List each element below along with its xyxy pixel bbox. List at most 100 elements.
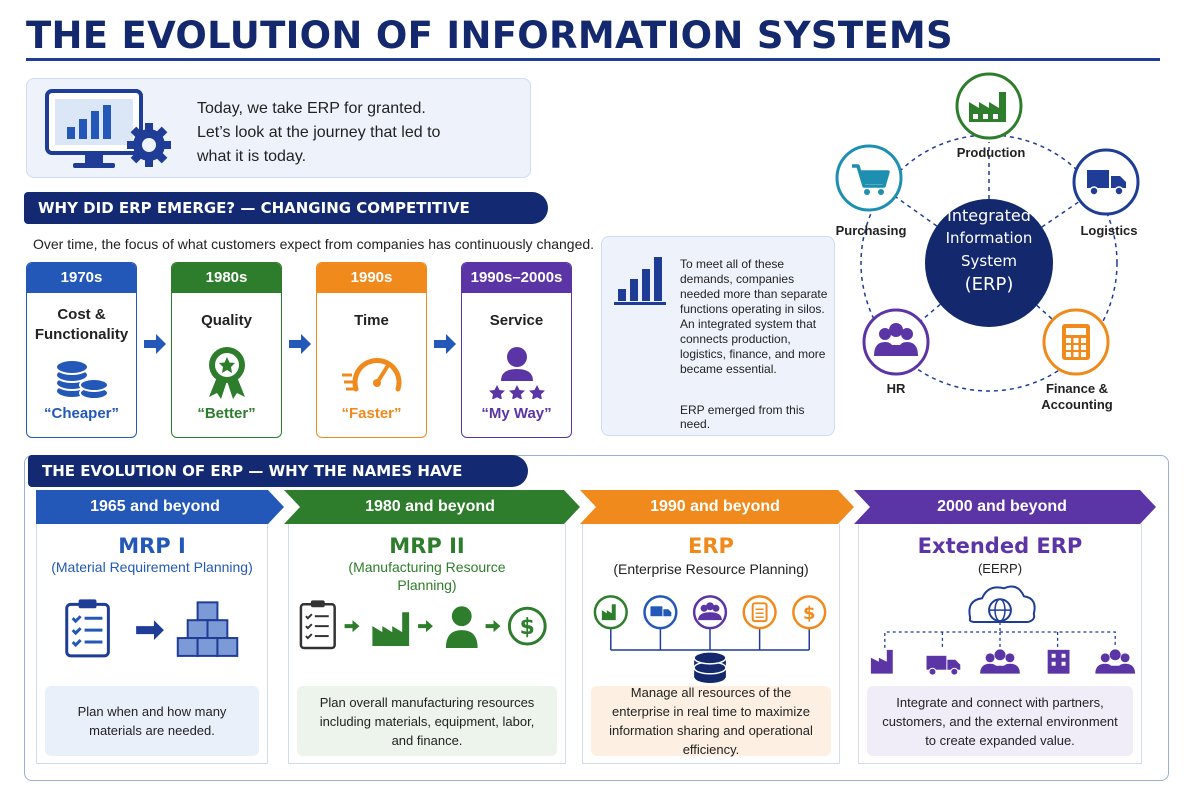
stage-period-label: 1980 and beyond [365, 498, 495, 515]
stage-chevron-1990 [580, 490, 854, 524]
clipboard-icon [742, 595, 777, 630]
note-text: To meet all of these demands, companies … [680, 257, 828, 376]
hub-label-hr: HR [886, 381, 906, 396]
evolution-section [24, 455, 1169, 781]
stage-card-extended-erp: Extended ERP (EERP) Integrate and connec… [858, 524, 1142, 764]
factory-icon [870, 649, 893, 674]
award-ribbon-icon [209, 347, 245, 399]
stage-period-1980: 1980 and beyond [290, 490, 570, 524]
stage-full-name: (Enterprise Resource Planning) [613, 561, 809, 577]
evolution-heading: THE EVOLUTION OF ERP — WHY THE NAMES HAV… [28, 455, 528, 512]
stage-chevron-1965 [36, 490, 284, 524]
cloud-network-illustration [870, 585, 1136, 676]
era-quote: “My Way” [481, 405, 552, 422]
customer-stars-icon [489, 347, 545, 399]
stage-period-label: 2000 and beyond [937, 498, 1067, 515]
stage-period-label: 1965 and beyond [90, 498, 220, 515]
svg-text:$: $ [520, 615, 535, 640]
hub-label-purchasing: Purchasing [835, 223, 907, 238]
people-group-icon [1095, 649, 1136, 674]
stage-name: Extended ERP [917, 534, 1083, 558]
center-line-3: (ERP) [964, 274, 1014, 295]
erp-center-label: Integrated Information System (ERP) [926, 204, 1052, 296]
people-group-icon [692, 595, 728, 630]
manufacturing-flow-illustration: $ [299, 600, 547, 650]
era-quote: “Cheaper” [43, 405, 120, 422]
intro-box: Today, we take ERP for granted. Let’s lo… [26, 78, 531, 178]
stage-chevron-2000 [854, 490, 1156, 524]
era-label: Cost & Functionality [34, 306, 129, 343]
arrow-right-icon [418, 620, 433, 633]
clipboard-icon [299, 600, 336, 650]
stage-card-mrp1: MRP I (Material Requirement Planning) Pl… [36, 524, 268, 764]
stage-period-1965: 1965 and beyond [36, 490, 274, 524]
note-closing: ERP emerged from this need. [680, 403, 805, 431]
era-label: Quality [201, 312, 252, 329]
arrow-right-icon [289, 334, 311, 354]
erp-modules-database-illustration: $ [593, 595, 827, 685]
era-decade: 1970s [27, 263, 136, 293]
arrow-right-icon [485, 620, 501, 633]
stage-card-erp: ERP (Enterprise Resource Planning) $ Man… [582, 524, 840, 764]
truck-icon [926, 655, 961, 676]
page-title: THE EVOLUTION OF INFORMATION SYSTEMS [26, 14, 954, 57]
hub-label-finance: Finance & Accounting [1041, 381, 1113, 412]
bar-chart-icon [614, 257, 666, 305]
people-group-icon [980, 649, 1020, 674]
building-icon [1047, 649, 1070, 674]
checklist-to-materials-illustration [65, 599, 239, 658]
stage-description: Manage all resources of the enterprise i… [591, 685, 831, 757]
shopping-cart-icon [835, 144, 903, 212]
center-line-2: Information System [945, 229, 1033, 270]
database-icon [693, 651, 727, 685]
worker-icon [445, 606, 478, 648]
erp-center-circle [925, 199, 1053, 327]
calculator-icon [1042, 308, 1110, 376]
coins-icon [55, 359, 109, 400]
stage-period-2000: 2000 and beyond [860, 490, 1144, 524]
why-erp-subtitle: Over time, the focus of what customers e… [33, 236, 595, 252]
title-divider [26, 58, 1160, 61]
era-decade: 1980s [172, 263, 281, 293]
cloud-globe-icon [968, 585, 1036, 624]
stage-description: Plan overall manufacturing resources inc… [297, 686, 557, 756]
factory-icon [372, 612, 410, 646]
arrow-right-icon [136, 620, 164, 641]
svg-text:$: $ [803, 603, 815, 624]
center-line-1: Integrated [947, 206, 1031, 225]
stage-name: MRP I [118, 534, 186, 558]
erp-need-note: To meet all of these demands, companies … [601, 236, 835, 436]
stage-chevron-1980 [284, 490, 580, 524]
hub-label-logistics: Logistics [1080, 223, 1138, 238]
integration-hub-diagram [835, 72, 1140, 392]
stage-card-mrp2: MRP II (Manufacturing Resource Planning)… [288, 524, 566, 764]
era-card-1990s-2000s: 1990s–2000s Service “My Way” [461, 262, 572, 438]
monitor-chart-gear-icon [45, 89, 171, 168]
era-label: Service [489, 312, 544, 329]
dollar-icon [792, 595, 827, 630]
stage-description: Plan when and how many materials are nee… [45, 686, 259, 756]
era-decade: 1990s [317, 263, 426, 293]
stage-description: Integrate and connect with partners, cus… [867, 686, 1133, 756]
people-group-icon [862, 308, 930, 376]
stage-full-name: (Material Requirement Planning) [51, 559, 253, 575]
intro-line-1: Today, we take ERP for granted. [197, 100, 426, 117]
intro-line-3: what it is today. [197, 148, 307, 165]
era-label: Time [354, 312, 389, 329]
dollar-icon: $ [507, 606, 547, 646]
factory-icon [593, 595, 628, 630]
stage-full-name: (Manufacturing Resource Planning) [348, 559, 506, 593]
stage-name: ERP [688, 534, 734, 558]
speedometer-icon [342, 357, 402, 392]
clipboard-icon [65, 599, 110, 658]
truck-icon [1072, 148, 1140, 216]
factory-icon [955, 72, 1023, 140]
era-quote: “Better” [197, 405, 256, 422]
arrow-right-icon [344, 620, 360, 633]
stage-period-label: 1990 and beyond [650, 498, 780, 515]
hub-label-production: Production [956, 145, 1026, 160]
era-card-1980s: 1980s Quality “Better” [171, 262, 282, 438]
stage-full-name: (EERP) [977, 561, 1023, 576]
era-card-1990s: 1990s Time “Faster” [316, 262, 427, 438]
era-quote: “Faster” [341, 405, 402, 422]
